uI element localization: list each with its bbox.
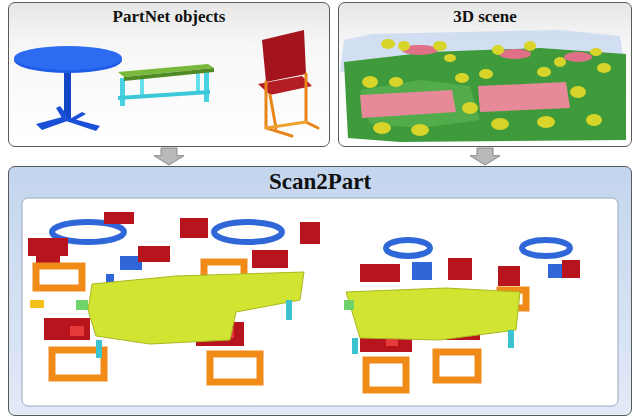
panel-heading: PartNet objects: [9, 7, 329, 27]
chair-object: [258, 30, 318, 136]
panel-fill: [8, 2, 330, 147]
panel-heading: Scan2Part: [9, 169, 631, 195]
panel-fill: [8, 166, 632, 416]
block-arrow: [154, 148, 184, 165]
panel-box: PartNet objects: [8, 2, 330, 147]
bench-object: [118, 64, 214, 106]
panel-heading: 3D scene: [339, 7, 631, 27]
table-object: [14, 46, 122, 131]
block-arrow: [470, 148, 500, 165]
panel-box: 3D scene: [338, 2, 632, 147]
panel-box: Scan2Part: [8, 166, 632, 416]
voxel-segmentation: [28, 212, 580, 390]
result-canvas: [22, 198, 618, 406]
panel-fill: [338, 2, 632, 147]
scene-scan: [340, 30, 626, 142]
